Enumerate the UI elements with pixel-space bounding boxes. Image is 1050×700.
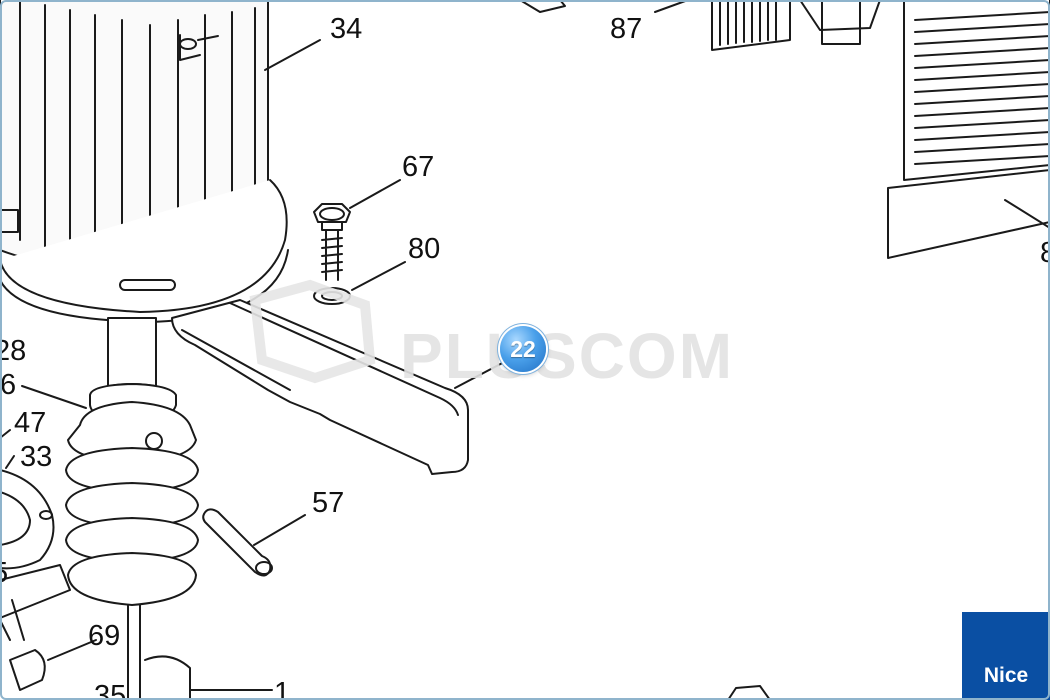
shaft-assembly — [65, 317, 199, 700]
callout-5: 5 — [0, 557, 8, 589]
leader-57 — [253, 514, 306, 546]
leader-80 — [351, 261, 406, 291]
radiator-unit — [711, 0, 1050, 259]
callout-1: 1 — [274, 677, 290, 700]
callout-33: 33 — [20, 441, 52, 473]
leader-6 — [21, 385, 87, 409]
leader-33 — [5, 455, 15, 469]
leader-87 — [654, 0, 689, 13]
nice-logo: Nice — [962, 612, 1050, 700]
bracket-top — [519, 0, 566, 13]
callout-47: 47 — [14, 407, 46, 439]
callout-8: 8 — [1040, 237, 1050, 269]
leader-69 — [47, 639, 97, 661]
callout-67: 67 — [402, 151, 434, 183]
callout-35: 35 — [94, 680, 126, 700]
leader-67 — [349, 179, 401, 209]
callout-69: 69 — [88, 620, 120, 652]
callout-87: 87 — [610, 13, 642, 45]
leader-22 — [454, 359, 509, 389]
fitting-bottom — [727, 685, 771, 700]
leader-34 — [264, 39, 321, 71]
callout-80: 80 — [408, 233, 440, 265]
bolt-67 — [313, 203, 351, 281]
left-assembly — [0, 469, 71, 691]
lever-arm — [171, 299, 469, 475]
watermark: PLUSCOM — [249, 279, 734, 392]
part-22-hotspot[interactable]: 22 — [500, 326, 546, 372]
pin-57 — [202, 508, 273, 577]
brand-name: Nice — [983, 664, 1029, 687]
leader-47 — [0, 429, 11, 439]
motor-housing — [0, 0, 289, 323]
callout-57: 57 — [312, 487, 344, 519]
callout-28: 28 — [0, 335, 26, 367]
callout-34: 34 — [330, 13, 362, 45]
callout-6: 6 — [0, 369, 16, 401]
watermark-text: PLUSCOM — [400, 320, 734, 392]
